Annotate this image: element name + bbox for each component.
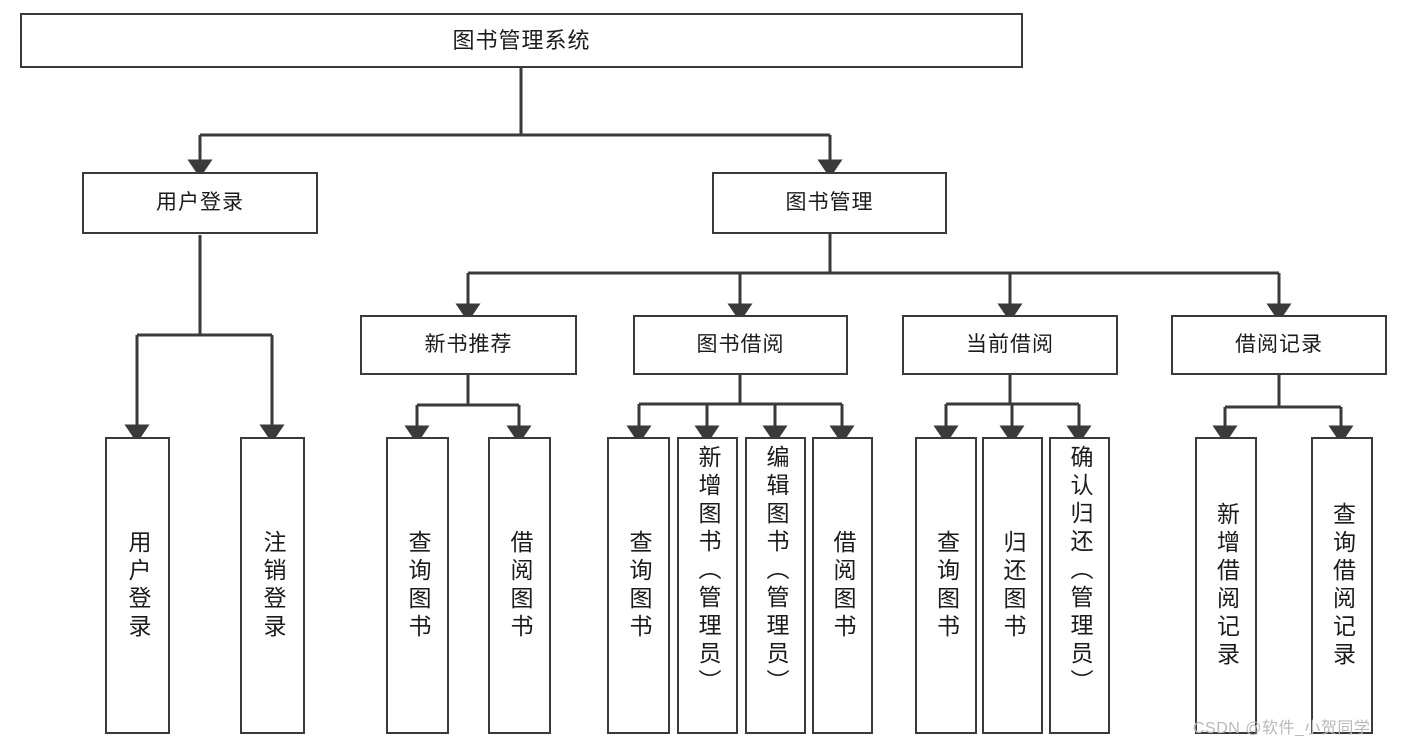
- node-label: 编辑图书（管理员）: [763, 445, 789, 697]
- node-label: 查询图书: [626, 529, 652, 642]
- node-label: 用户登录: [125, 529, 151, 642]
- node-label: 新书推荐: [424, 332, 513, 356]
- node-book-borrow[interactable]: 图书借阅: [633, 315, 848, 375]
- node-label: 注销登录: [260, 529, 286, 642]
- leaf-borrow-record-add[interactable]: 新增借阅记录: [1195, 437, 1257, 734]
- node-new-book-recommend[interactable]: 新书推荐: [360, 315, 577, 375]
- node-label: 新增图书（管理员）: [695, 445, 721, 697]
- node-label: 查询借阅记录: [1329, 501, 1356, 670]
- leaf-book-borrow-borrow[interactable]: 借阅图书: [812, 437, 873, 734]
- leaf-current-borrow-confirm-return[interactable]: 确认归还（管理员）: [1049, 437, 1110, 734]
- leaf-new-book-query[interactable]: 查询图书: [386, 437, 449, 734]
- leaf-user-login-logout[interactable]: 注销登录: [240, 437, 305, 734]
- leaf-new-book-borrow[interactable]: 借阅图书: [488, 437, 551, 734]
- node-root-system[interactable]: 图书管理系统: [20, 13, 1023, 68]
- leaf-book-borrow-add[interactable]: 新增图书（管理员）: [677, 437, 738, 734]
- node-borrow-record[interactable]: 借阅记录: [1171, 315, 1387, 375]
- node-label: 借阅图书: [830, 529, 856, 642]
- leaf-user-login-login[interactable]: 用户登录: [105, 437, 170, 734]
- leaf-current-borrow-return[interactable]: 归还图书: [982, 437, 1043, 734]
- leaf-current-borrow-query[interactable]: 查询图书: [915, 437, 977, 734]
- node-label: 归还图书: [1000, 529, 1026, 642]
- node-user-login[interactable]: 用户登录: [82, 172, 318, 234]
- node-label: 图书管理系统: [452, 27, 591, 53]
- leaf-borrow-record-query[interactable]: 查询借阅记录: [1311, 437, 1373, 734]
- node-label: 查询图书: [933, 529, 960, 642]
- node-label: 图书借阅: [696, 332, 785, 356]
- node-label: 当前借阅: [966, 332, 1054, 356]
- node-label: 用户登录: [156, 190, 244, 214]
- leaf-book-borrow-edit[interactable]: 编辑图书（管理员）: [745, 437, 806, 734]
- node-book-management[interactable]: 图书管理: [712, 172, 947, 234]
- node-current-borrow[interactable]: 当前借阅: [902, 315, 1118, 375]
- node-label: 图书管理: [785, 190, 874, 214]
- node-label: 借阅图书: [507, 529, 533, 642]
- csdn-watermark: CSDN @软件_小贺同学: [1193, 720, 1371, 737]
- leaf-book-borrow-query[interactable]: 查询图书: [607, 437, 670, 734]
- node-label: 查询图书: [405, 529, 431, 642]
- node-label: 确认归还（管理员）: [1067, 445, 1093, 697]
- node-label: 新增借阅记录: [1213, 501, 1240, 670]
- node-label: 借阅记录: [1235, 332, 1323, 356]
